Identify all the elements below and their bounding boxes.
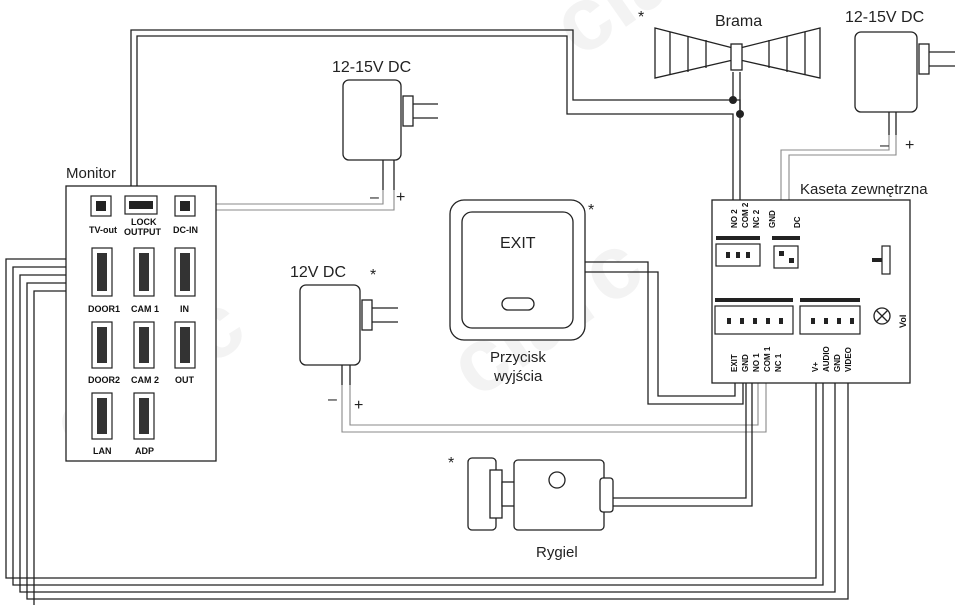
exit-button: * EXIT Przycisk wyjścia <box>449 199 594 385</box>
pin-audio: AUDIO <box>822 346 831 372</box>
pin-nc1: NC 1 <box>774 353 783 372</box>
lock-label: Rygiel <box>536 544 578 561</box>
exit-caption-2: wyjścia <box>493 368 543 385</box>
dc-in-label: DC-IN <box>173 225 198 235</box>
psu-right-label: 12-15V DC <box>845 9 924 26</box>
out-label: OUT <box>175 375 195 385</box>
psu-top-label: 12-15V DC <box>332 59 411 76</box>
door-station-label: Kaseta zewnętrzna <box>800 181 928 198</box>
svg-text:ciarc: ciarc <box>534 0 764 76</box>
adp-label: ADP <box>135 446 154 456</box>
pin-com1: COM 1 <box>763 346 772 372</box>
monitor-unit: Monitor TV-out LOCK OUTPUT DC-IN DOOR1 C… <box>65 165 217 462</box>
pin-gnd-exit: GND <box>741 354 750 372</box>
pin-vplus: V+ <box>811 362 820 372</box>
wire-exit-button <box>585 261 744 405</box>
wire-psu-kaseta <box>780 135 897 200</box>
wire-dcin-psu <box>200 190 395 211</box>
psu-right-plus: + <box>905 137 914 154</box>
pin-nc2: NC 2 <box>752 209 761 228</box>
pin-no2: NO 2 <box>730 209 739 228</box>
vol-label: Vol <box>898 315 908 328</box>
wire-lock-no1 <box>613 377 753 507</box>
psu-12v: 12V DC * – + <box>290 264 398 414</box>
lock-label-1: LOCK <box>131 217 157 227</box>
exit-text: EXIT <box>500 235 536 252</box>
lock-bolt: * Rygiel <box>448 455 614 561</box>
door-station: Kaseta zewnętrzna NO 2 COM 2 NC 2 GND DC… <box>711 181 928 384</box>
pin-no1: NO 1 <box>752 353 761 372</box>
exit-asterisk: * <box>588 202 594 219</box>
lan-label: LAN <box>93 446 112 456</box>
psu-12v-asterisk: * <box>370 267 376 284</box>
psu-top: 12-15V DC – + <box>332 59 438 206</box>
door1-label: DOOR1 <box>88 304 120 314</box>
door2-label: DOOR2 <box>88 375 120 385</box>
psu-top-minus: – <box>370 189 379 206</box>
wire-lock-to-gate <box>130 29 741 200</box>
psu-right: 12-15V DC – + <box>845 9 955 154</box>
gate: * Brama <box>638 9 821 79</box>
pin-com2: COM 2 <box>741 202 750 228</box>
wire-12v-lock <box>341 377 767 433</box>
gate-asterisk: * <box>638 9 644 26</box>
lock-label-2: OUTPUT <box>124 227 162 237</box>
lock-asterisk: * <box>448 455 454 472</box>
pin-video: VIDEO <box>844 347 853 372</box>
psu-right-minus: – <box>880 137 889 154</box>
psu-12v-minus: – <box>328 391 337 408</box>
psu-top-plus: + <box>396 189 405 206</box>
cam2-label: CAM 2 <box>131 375 159 385</box>
pin-dc: DC <box>793 216 802 228</box>
psu-12v-plus: + <box>354 397 363 414</box>
in-label: IN <box>180 304 189 314</box>
wire-gate-motor <box>732 72 741 114</box>
pin-gnd-av: GND <box>833 354 842 372</box>
pin-exit: EXIT <box>730 354 739 372</box>
psu-12v-label: 12V DC <box>290 264 346 281</box>
gate-label: Brama <box>715 13 762 30</box>
exit-caption-1: Przycisk <box>490 349 546 366</box>
pin-gnd-dc: GND <box>768 210 777 228</box>
cam1-label: CAM 1 <box>131 304 159 314</box>
monitor-label: Monitor <box>66 165 116 182</box>
tv-out-label: TV-out <box>89 225 117 235</box>
